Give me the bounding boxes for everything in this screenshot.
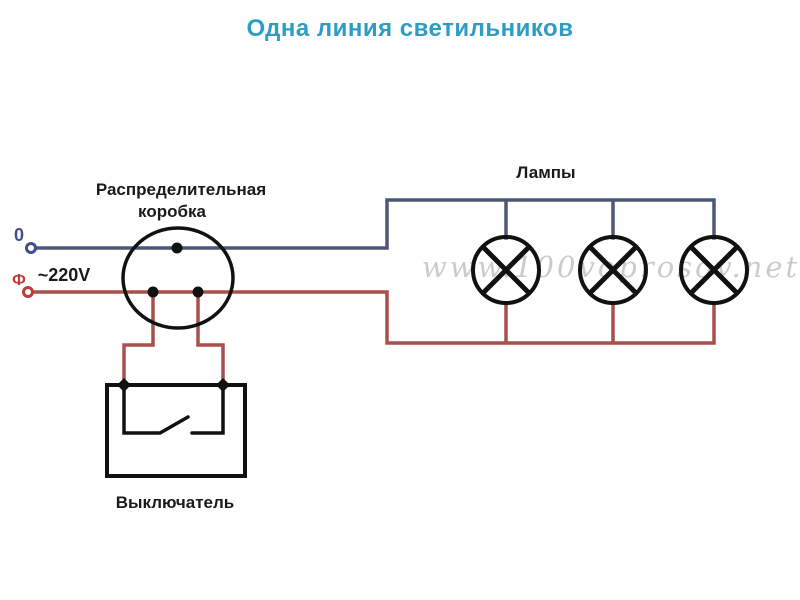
lamps-label: Лампы bbox=[516, 163, 575, 182]
voltage-label: ~220V bbox=[38, 265, 91, 285]
switch-terminal-diamond bbox=[216, 378, 230, 392]
phase-wire-label: Ф bbox=[12, 272, 26, 289]
switch-terminal-diamond bbox=[117, 378, 131, 392]
switch-box bbox=[105, 383, 247, 478]
neutral-wire-label: 0 bbox=[14, 225, 24, 245]
switch-contact-symbol bbox=[122, 383, 225, 435]
neutral-terminal-ring bbox=[25, 242, 37, 254]
neutral-junction-dot bbox=[171, 242, 183, 254]
lamp-circle bbox=[578, 235, 648, 305]
phase-wire-path bbox=[26, 290, 716, 345]
lamp-symbol bbox=[679, 235, 749, 305]
switch-terminals-group bbox=[117, 378, 230, 392]
lamp-cross-icon bbox=[688, 244, 740, 296]
lamp-symbol bbox=[471, 235, 541, 305]
distribution-box-label-line2: коробка bbox=[138, 202, 206, 221]
lamp-circle bbox=[471, 235, 541, 305]
switch-label: Выключатель bbox=[116, 493, 235, 512]
symbols-group bbox=[105, 226, 749, 478]
distribution-box-label-line1: Распределительная bbox=[96, 180, 266, 199]
phase-terminal-ring bbox=[22, 286, 34, 298]
lamp-circle bbox=[679, 235, 749, 305]
phase-junction-dot bbox=[192, 286, 204, 298]
lamp-symbol bbox=[578, 235, 648, 305]
phase-wire-group bbox=[26, 290, 716, 385]
page-title: Одна линия светильников bbox=[247, 15, 574, 42]
lamp-cross-icon bbox=[587, 244, 639, 296]
junction-dots-group bbox=[147, 242, 204, 298]
phase-junction-dot bbox=[147, 286, 159, 298]
neutral-wire-group bbox=[29, 198, 716, 250]
neutral-wire-path bbox=[29, 198, 716, 250]
lamp-cross-icon bbox=[480, 244, 532, 296]
distribution-box-circle bbox=[121, 226, 235, 330]
phase-switch-branch-path bbox=[122, 290, 225, 385]
